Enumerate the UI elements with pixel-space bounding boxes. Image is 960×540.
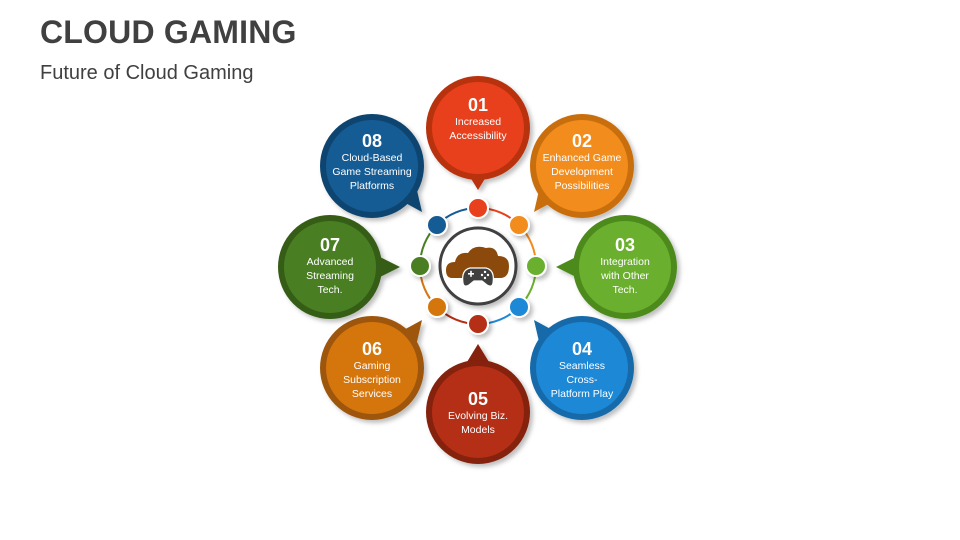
- bubble-08: [320, 114, 424, 218]
- item-label: Game Streaming: [332, 166, 412, 178]
- item-label: Subscription: [343, 374, 401, 386]
- item-number: 08: [361, 131, 383, 151]
- item-label: Tech.: [317, 284, 343, 296]
- item-label: Advanced: [306, 256, 354, 268]
- bubble-06: [320, 316, 424, 420]
- item-06: 06 Gaming Subscription Services: [322, 339, 422, 401]
- item-01: 01 Increased Accessibility: [428, 95, 528, 143]
- bubble-02: [530, 114, 634, 218]
- item-08: 08 Cloud-Based Game Streaming Platforms: [322, 131, 422, 193]
- item-number: 02: [571, 131, 593, 151]
- item-label: Tech.: [612, 284, 638, 296]
- bubble-03: [556, 215, 677, 319]
- page-title: CLOUD GAMING: [40, 14, 297, 50]
- item-07: 07 Advanced Streaming Tech.: [280, 235, 380, 297]
- item-03: 03 Integration with Other Tech.: [575, 235, 675, 297]
- item-label: Possibilities: [554, 180, 610, 192]
- item-label: Gaming: [353, 360, 391, 372]
- item-number: 07: [319, 235, 341, 255]
- item-02: 02 Enhanced Game Development Possibiliti…: [532, 131, 632, 193]
- item-label: Accessibility: [449, 130, 507, 142]
- item-label: Platforms: [349, 180, 395, 192]
- item-label: Increased: [454, 116, 502, 128]
- item-label: Integration: [600, 256, 650, 268]
- item-label: Seamless: [558, 360, 606, 372]
- item-number: 03: [614, 235, 636, 255]
- item-label: Models: [461, 424, 495, 436]
- page-subtitle: Future of Cloud Gaming: [40, 62, 254, 84]
- ring-dots: [409, 197, 547, 335]
- item-label: Development: [551, 166, 613, 178]
- item-label: Services: [351, 388, 393, 400]
- item-label: Platform Play: [550, 388, 614, 400]
- item-label: Evolving Biz.: [447, 410, 509, 422]
- bubble-05: [426, 344, 530, 464]
- item-label: Streaming: [306, 270, 354, 282]
- bubble-01: [426, 76, 530, 190]
- item-number: 05: [467, 389, 489, 409]
- item-04: 04 Seamless Cross- Platform Play: [532, 339, 632, 401]
- item-label: with Other: [601, 270, 649, 282]
- item-number: 06: [361, 339, 383, 359]
- item-label: Enhanced Game: [542, 152, 622, 164]
- bubble-07: [278, 215, 400, 319]
- cloud-gamepad-icon: [446, 246, 509, 287]
- bubble-04: [530, 316, 634, 420]
- item-number: 04: [571, 339, 593, 359]
- item-label: Cloud-Based: [341, 152, 403, 164]
- item-05: 05 Evolving Biz. Models: [428, 389, 528, 437]
- item-label: Cross-: [566, 374, 598, 386]
- item-number: 01: [467, 95, 489, 115]
